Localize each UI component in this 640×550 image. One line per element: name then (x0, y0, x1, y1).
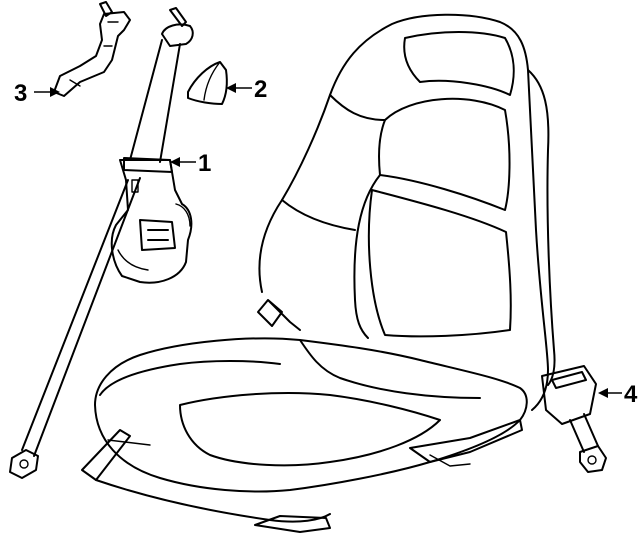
seat-back-center-panel (378, 97, 511, 211)
part-3-adjuster-bracket (53, 1, 131, 97)
buckle-slot (551, 371, 587, 389)
belt-guide-ring (123, 157, 173, 173)
callout-2: 2 (226, 76, 267, 103)
retractor-clip (131, 179, 139, 193)
seat-rail-bottom (95, 479, 331, 523)
part-1-seat-belt-assembly (9, 7, 194, 479)
seat-back-lower-panel (367, 189, 512, 338)
callout-2-arrowhead (226, 83, 236, 93)
belt-webbing-lap (21, 177, 141, 457)
callout-1: 1 (170, 150, 211, 177)
seat-rail-right (409, 419, 523, 463)
adjuster-bracket-detail (69, 21, 119, 87)
seat-back-side (527, 69, 556, 386)
seat-cushion-right-bolster (299, 339, 481, 399)
buckle-anchor (579, 445, 607, 473)
callout-4-arrowhead (598, 388, 608, 398)
adjuster-top-bolt (99, 1, 113, 17)
lower-anchor (9, 449, 39, 479)
retractor-body (110, 159, 193, 284)
seat-back-outline (258, 13, 549, 411)
adjuster-bracket-shape (53, 11, 131, 97)
lower-anchor-bolt-hole (19, 459, 29, 469)
callout-4-label: 4 (624, 381, 638, 408)
callout-3-label: 3 (14, 80, 27, 107)
seat-cushion-outline (94, 337, 528, 493)
part-2-trim-cover (187, 61, 228, 105)
callout-3: 3 (14, 80, 60, 107)
seat-rail-front (254, 515, 331, 533)
part-4-buckle (541, 365, 607, 473)
seat-rail-left (81, 429, 131, 481)
callout-1-label: 1 (198, 150, 211, 177)
buckle-stalk (569, 413, 599, 453)
retractor-detail (117, 203, 191, 271)
seat-cushion-front (99, 360, 281, 396)
trim-cover-edge (203, 61, 221, 101)
belt-webbing-shoulder (129, 39, 181, 163)
trim-cover-shape (187, 61, 228, 105)
callout-1-arrowhead (170, 157, 180, 167)
seat-assembly (81, 13, 556, 533)
buckle-anchor-hole (587, 455, 597, 465)
seat-cushion-center (179, 392, 441, 467)
upper-anchor-plate (161, 23, 194, 47)
callout-2-label: 2 (254, 76, 267, 103)
retractor-spool (139, 219, 176, 251)
upper-anchor-bolt (169, 7, 187, 27)
seat-back-left-bolster (329, 94, 386, 339)
callout-4: 4 (598, 381, 638, 408)
buckle-head (541, 365, 597, 425)
recliner-bracket (257, 299, 301, 331)
seat-back-top-bolster (403, 31, 515, 96)
seat-rail-detail (107, 439, 471, 467)
callout-3-arrowhead (50, 87, 60, 97)
seat-back-left-edge (281, 199, 356, 231)
